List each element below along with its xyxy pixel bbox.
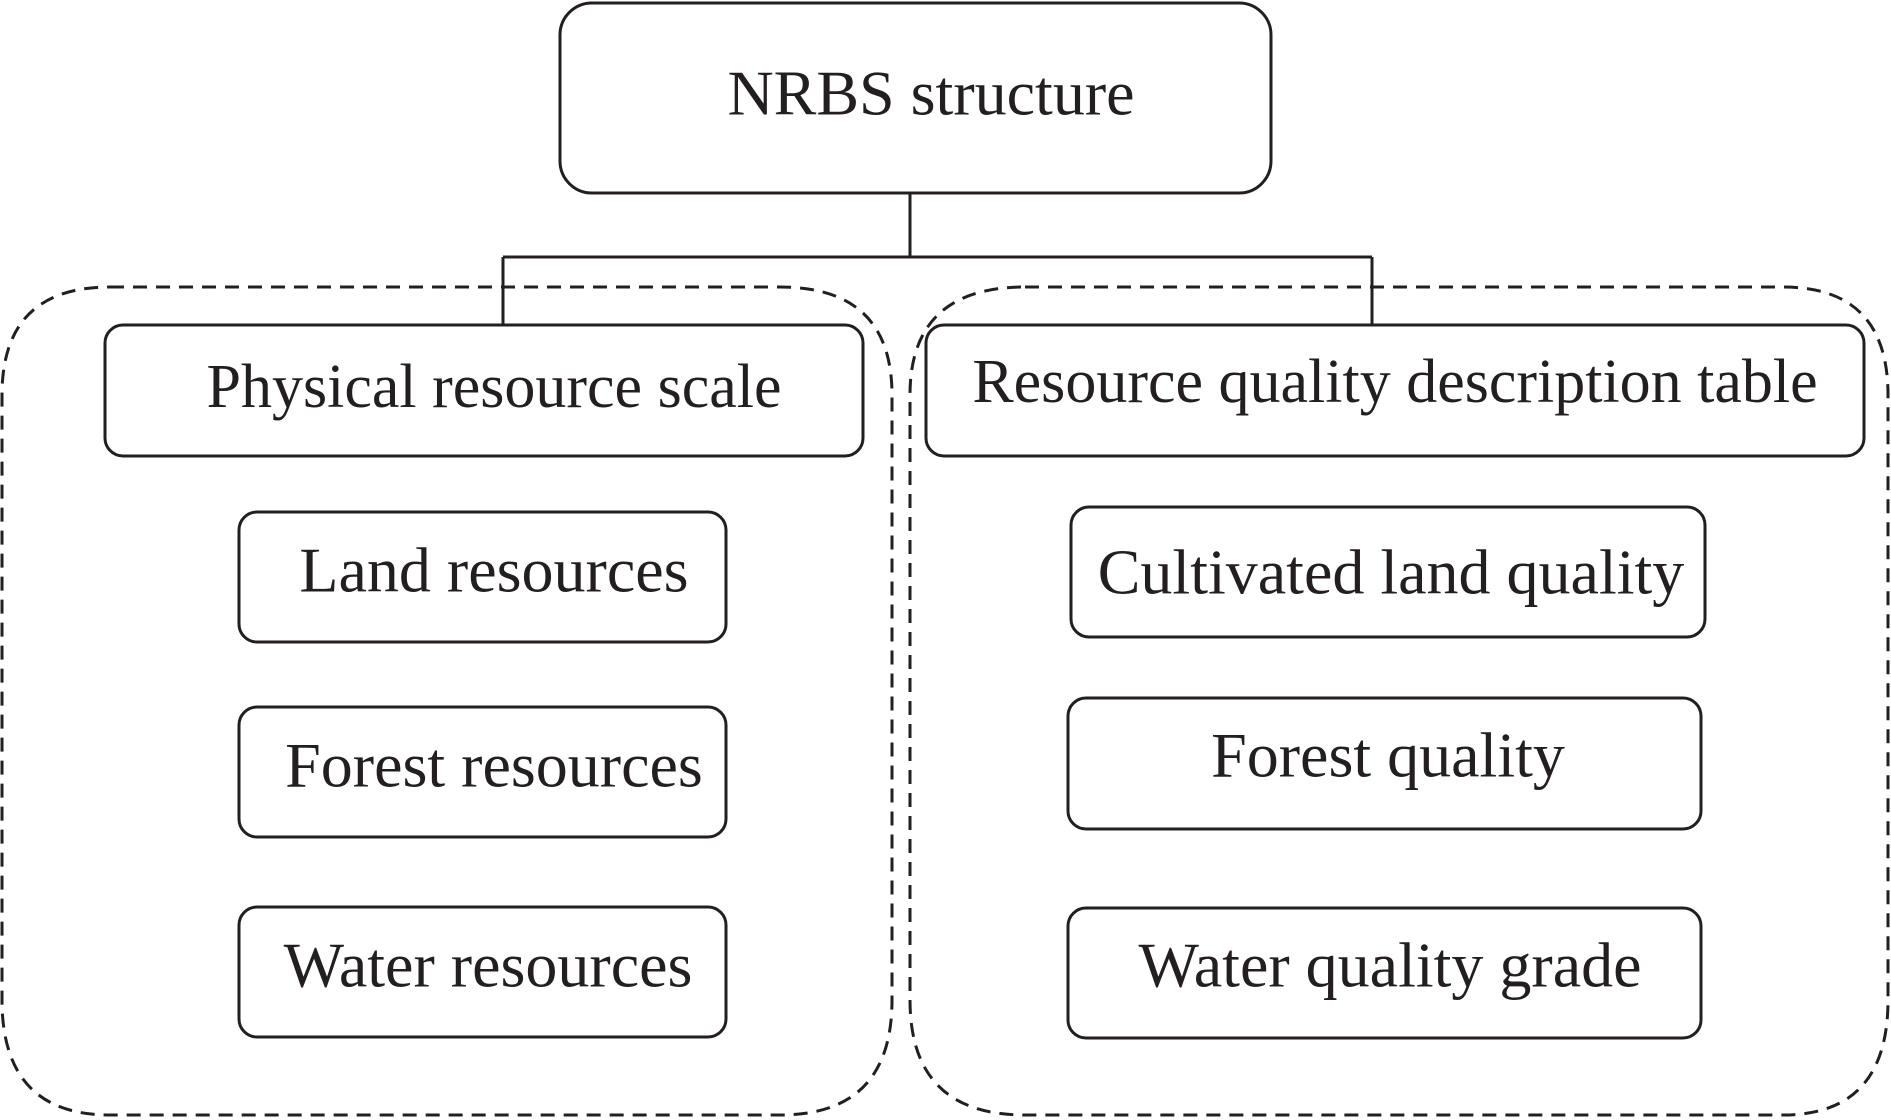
water-resources-label: Water resources — [284, 930, 693, 1001]
resource-quality-description-table-node: Resource quality description table — [924, 323, 1866, 458]
left-group-outline — [0, 285, 894, 1117]
land-resources-node: Land resources — [237, 510, 728, 644]
root-connector — [501, 193, 1374, 325]
water-quality-grade-node: Water quality grade — [1066, 906, 1703, 1040]
resource-quality-description-table-label: Resource quality description table — [972, 348, 1817, 416]
cultivated-land-quality-label: Cultivated land quality — [1098, 537, 1685, 608]
forest-resources-label: Forest resources — [285, 730, 703, 801]
root-label: NRBS structure — [727, 58, 1134, 129]
cultivated-land-quality-node: Cultivated land quality — [1069, 505, 1707, 639]
physical-resource-scale-label: Physical resource scale — [207, 353, 782, 421]
forest-quality-node: Forest quality — [1066, 696, 1703, 831]
water-quality-grade-label: Water quality grade — [1138, 930, 1641, 1001]
physical-resource-scale-node: Physical resource scale — [103, 323, 865, 458]
root-node: NRBS structure — [558, 1, 1273, 195]
forest-quality-label: Forest quality — [1211, 720, 1565, 791]
land-resources-label: Land resources — [299, 535, 688, 606]
forest-resources-node: Forest resources — [237, 705, 728, 839]
water-resources-node: Water resources — [237, 905, 728, 1039]
right-group-outline — [908, 285, 1890, 1117]
